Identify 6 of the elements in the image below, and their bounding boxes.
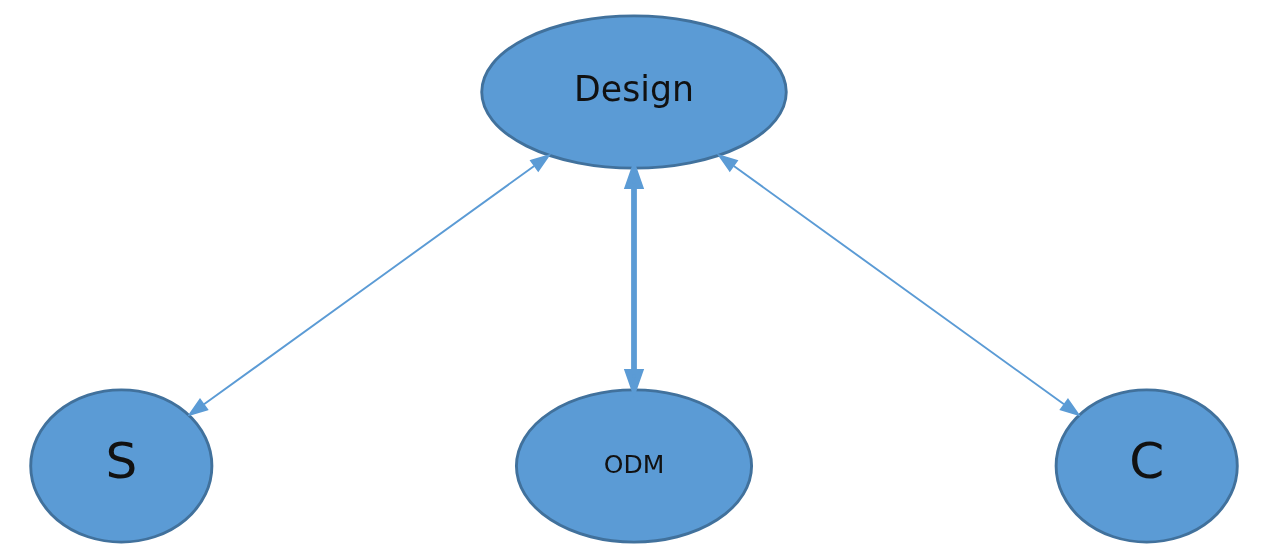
arrow — [716, 153, 1081, 417]
node-ellipse: Design — [480, 14, 788, 170]
arrow — [187, 153, 552, 417]
node-ellipse: S — [29, 388, 214, 544]
node-ellipse: ODM — [515, 388, 753, 544]
node-ellipse: C — [1054, 388, 1239, 544]
